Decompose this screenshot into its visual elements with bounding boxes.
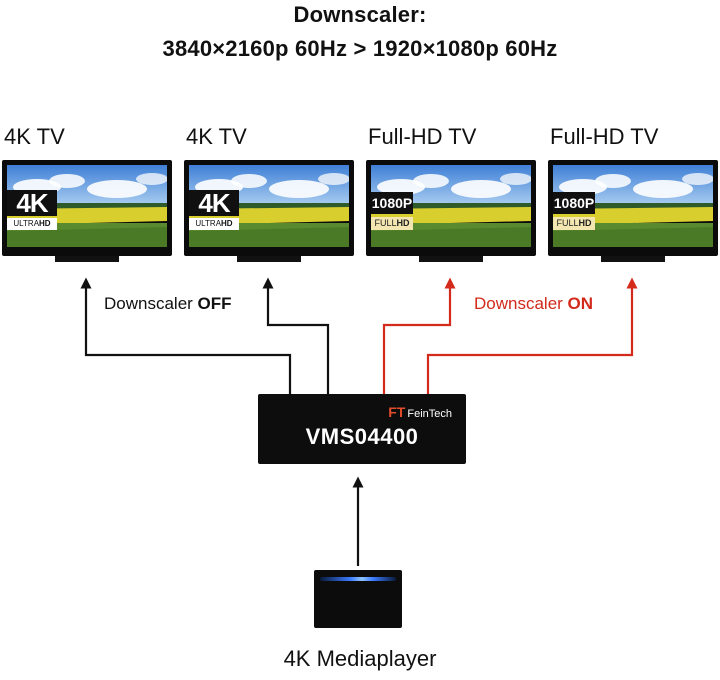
ultrahd-badge: 4K ULTRAHD xyxy=(7,190,57,230)
arrow-to-tv2 xyxy=(262,277,330,394)
badge-1080p-text: 1080P xyxy=(371,192,413,214)
tv-fullhd-1: 1080P FULLHD xyxy=(366,160,536,262)
badge-ultrahd-text: ULTRAHD xyxy=(189,218,239,230)
fullhd-badge: 1080P FULLHD xyxy=(371,192,413,230)
badge-ultrahd-text: ULTRAHD xyxy=(7,218,57,230)
tv-fullhd-2: 1080P FULLHD xyxy=(548,160,718,262)
fullhd-badge: 1080P FULLHD xyxy=(553,192,595,230)
downscaler-on-label: Downscaler ON xyxy=(474,294,594,313)
badge-4k-text: 4K xyxy=(7,190,57,216)
tv-label-1: 4K TV xyxy=(4,124,65,149)
badge-fullhd-text: FULLHD xyxy=(371,217,413,230)
arrow-to-tv3 xyxy=(382,277,456,394)
tv-4k-1: 4K ULTRAHD xyxy=(2,160,172,262)
tv-stand xyxy=(237,256,301,262)
tv-label-3: Full-HD TV xyxy=(368,124,477,149)
device-model: VMS04400 xyxy=(305,424,419,449)
tv-stand xyxy=(55,256,119,262)
tv-label-2: 4K TV xyxy=(186,124,247,149)
player-led-strip xyxy=(320,577,396,581)
diagram-subtitle: 3840×2160p 60Hz > 1920×1080p 60Hz xyxy=(162,36,558,61)
tv-label-4: Full-HD TV xyxy=(550,124,659,149)
tv-stand xyxy=(419,256,483,262)
downscaler-off-label: Downscaler OFF xyxy=(104,294,232,313)
badge-fullhd-text: FULLHD xyxy=(553,217,595,230)
mediaplayer-label: 4K Mediaplayer xyxy=(283,646,437,671)
badge-1080p-text: 1080P xyxy=(553,192,595,214)
arrow-to-tv4 xyxy=(426,277,638,394)
diagram-title: Downscaler: xyxy=(293,2,427,27)
tv-4k-2: 4K ULTRAHD xyxy=(184,160,354,262)
tv-stand xyxy=(601,256,665,262)
badge-4k-text: 4K xyxy=(189,190,239,216)
arrow-to-tv1 xyxy=(80,277,292,394)
ultrahd-badge: 4K ULTRAHD xyxy=(189,190,239,230)
mediaplayer-device xyxy=(314,570,402,628)
